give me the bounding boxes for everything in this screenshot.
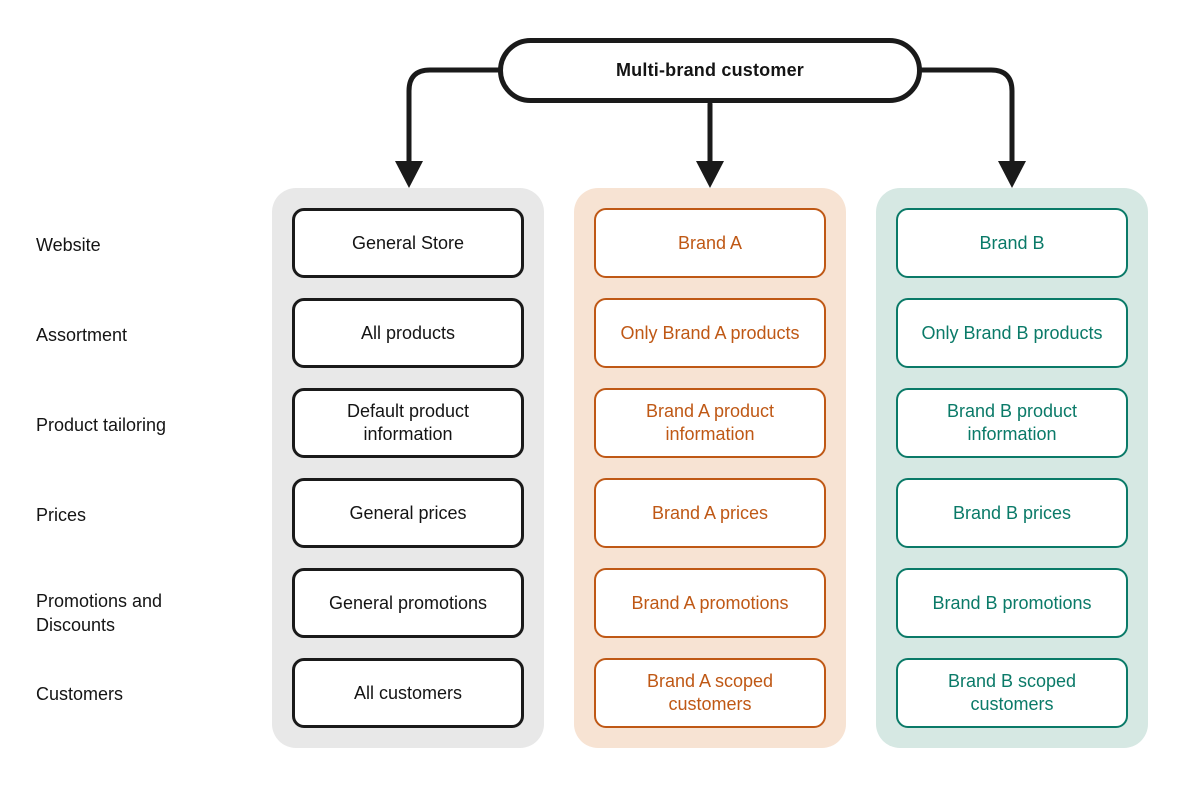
arrow-to-brand-b-icon (919, 67, 1015, 164)
row-label-customers: Customers (36, 684, 124, 704)
root-node: Multi-brand customer (498, 38, 922, 103)
row-label-prices: Prices (36, 505, 87, 525)
arrow-to-brand-b-head-icon (998, 161, 1026, 188)
node-general-store-customers: All customers (292, 658, 524, 728)
column-brand-b: Brand B Only Brand B products Brand B pr… (876, 188, 1148, 748)
row-label-assortment: Assortment (36, 325, 128, 345)
node-brand-a-assortment: Only Brand A products (594, 298, 826, 368)
node-general-store-product-tailoring: Default product information (292, 388, 524, 458)
node-general-store-promotions: General promotions (292, 568, 524, 638)
arrow-to-general-store-icon (406, 67, 501, 164)
node-brand-b-promotions: Brand B promotions (896, 568, 1128, 638)
row-label-product-tailoring: Product tailoring (36, 415, 167, 435)
node-brand-a-customers: Brand A scoped customers (594, 658, 826, 728)
node-brand-a-prices: Brand A prices (594, 478, 826, 548)
node-brand-b-customers: Brand B scoped customers (896, 658, 1128, 728)
node-general-store-prices: General prices (292, 478, 524, 548)
column-general-store: General Store All products Default produ… (272, 188, 544, 748)
root-node-label: Multi-brand customer (615, 60, 804, 80)
column-brand-a: Brand A Only Brand A products Brand A pr… (574, 188, 846, 748)
arrow-to-general-store-head-icon (395, 161, 423, 188)
arrow-to-brand-a-head-icon (696, 161, 724, 188)
node-brand-b-assortment: Only Brand B products (896, 298, 1128, 368)
node-brand-b-website: Brand B (896, 208, 1128, 278)
node-brand-a-product-tailoring: Brand A product information (594, 388, 826, 458)
node-brand-a-promotions: Brand A promotions (594, 568, 826, 638)
node-brand-a-website: Brand A (594, 208, 826, 278)
row-label-website: Website (36, 235, 101, 255)
row-label-promotions-discounts: Promotions and Discounts (36, 591, 163, 635)
node-brand-b-prices: Brand B prices (896, 478, 1128, 548)
node-brand-b-product-tailoring: Brand B product information (896, 388, 1128, 458)
node-general-store-website: General Store (292, 208, 524, 278)
node-general-store-assortment: All products (292, 298, 524, 368)
